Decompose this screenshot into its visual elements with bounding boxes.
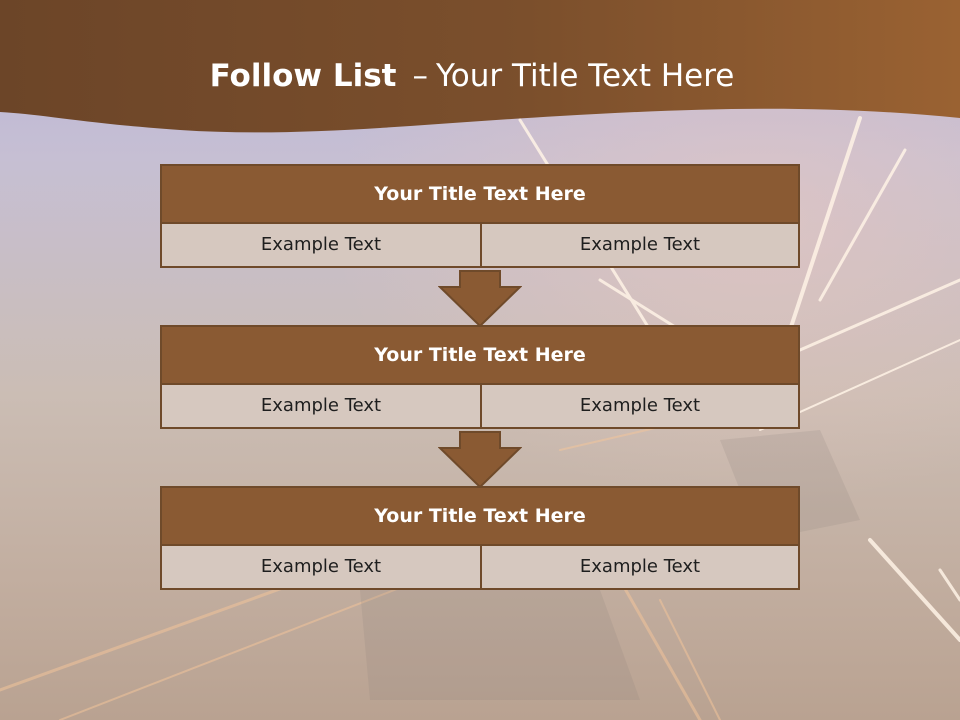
list-block-2: Your Title Text Here Example Text Exampl…	[160, 325, 800, 429]
block-title: Your Title Text Here	[162, 166, 798, 224]
title-bold: Follow List	[209, 58, 397, 94]
block-cell-left: Example Text	[162, 224, 482, 266]
list-block-1: Your Title Text Here Example Text Exampl…	[160, 164, 800, 268]
block-title: Your Title Text Here	[162, 327, 798, 385]
block-cell-right: Example Text	[482, 224, 798, 266]
list-block-3: Your Title Text Here Example Text Exampl…	[160, 486, 800, 590]
header-band	[0, 0, 960, 133]
down-arrow-icon	[438, 270, 522, 328]
title-dash: –	[412, 58, 428, 94]
block-cell-left: Example Text	[162, 546, 482, 588]
block-cell-left: Example Text	[162, 385, 482, 427]
block-cell-right: Example Text	[482, 385, 798, 427]
title-rest: Your Title Text Here	[435, 58, 735, 94]
slide-title: Follow List–Your Title Text Here	[0, 56, 944, 96]
down-arrow-icon	[438, 431, 522, 489]
block-title: Your Title Text Here	[162, 488, 798, 546]
block-cell-right: Example Text	[482, 546, 798, 588]
